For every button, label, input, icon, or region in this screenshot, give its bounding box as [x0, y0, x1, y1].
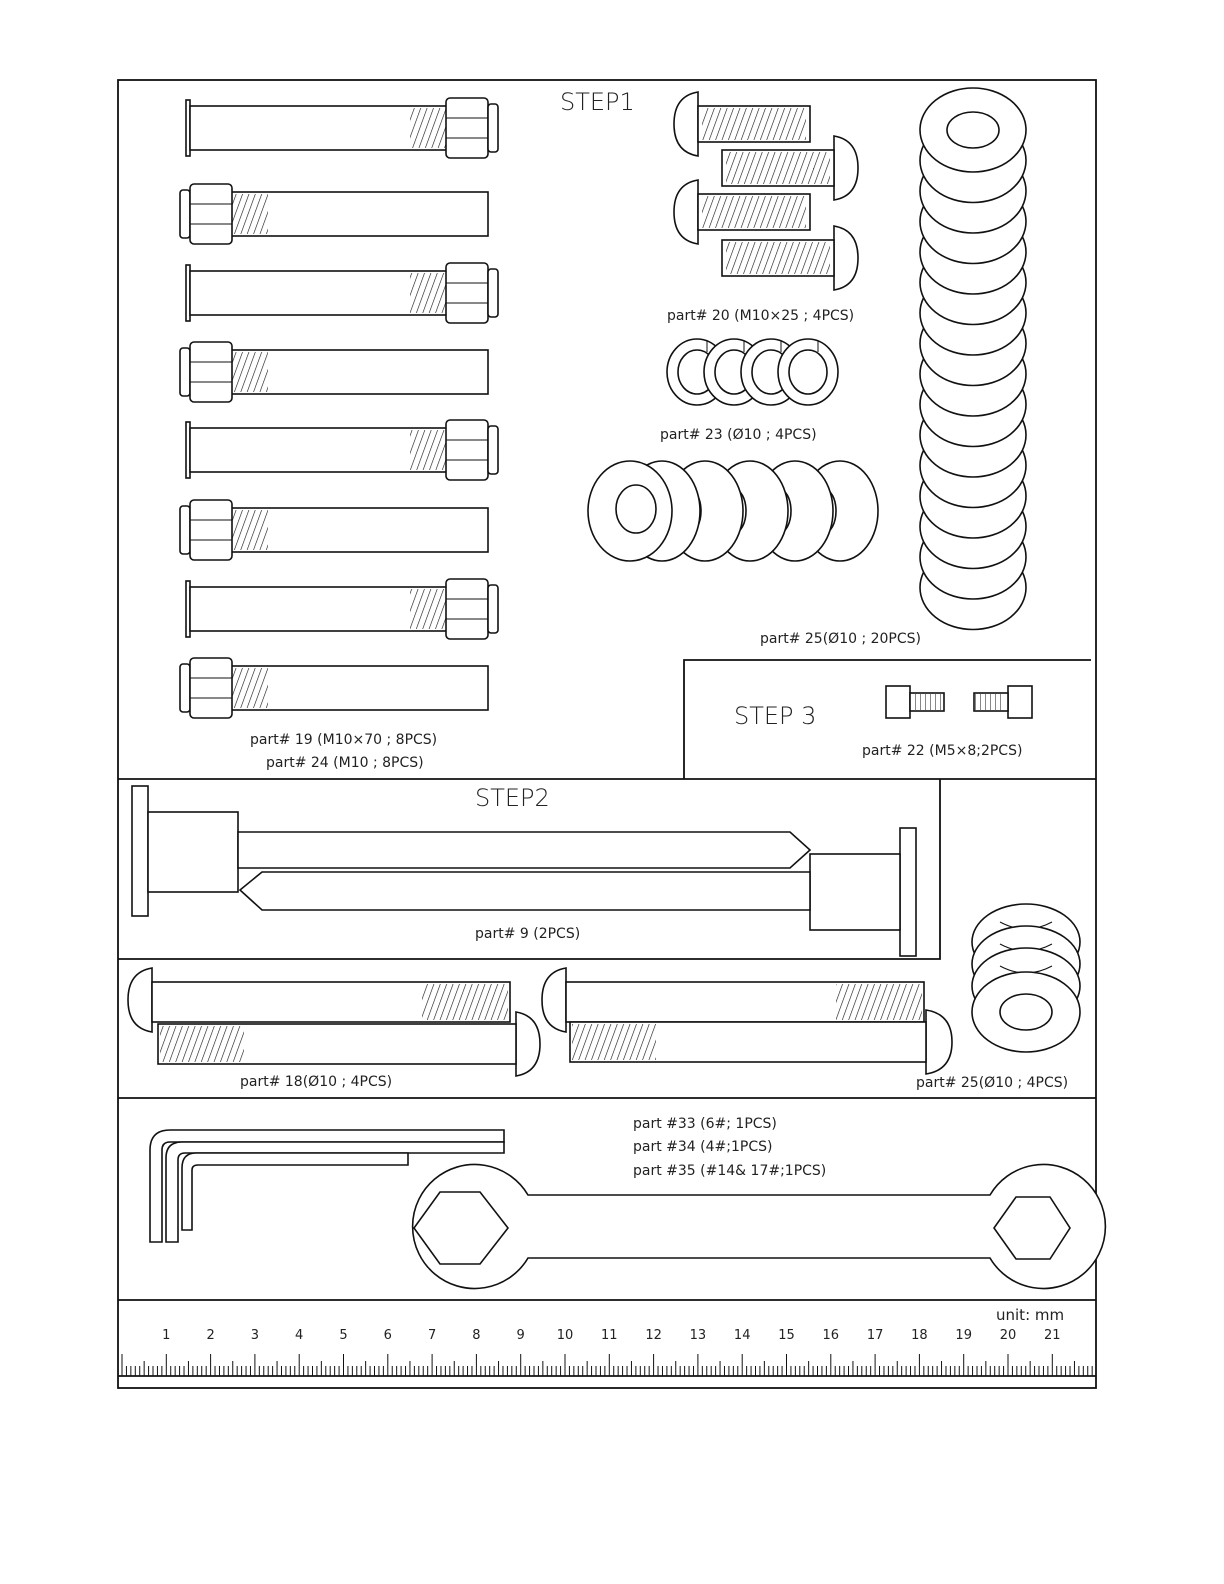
flat-washer-front — [587, 460, 673, 562]
part20-screws — [673, 91, 859, 291]
ruler-number: 18 — [911, 1328, 928, 1343]
part18-label: part# 18(Ø10 ; 4PCS) — [240, 1074, 392, 1090]
ruler-number: 5 — [339, 1328, 347, 1343]
part18-bolts-right — [541, 967, 953, 1075]
ruler-number: 6 — [384, 1328, 392, 1343]
bolt-with-nut — [179, 499, 489, 561]
ruler-number: 2 — [206, 1328, 214, 1343]
part9-axle-top — [131, 785, 812, 917]
spring-washer — [777, 338, 839, 406]
ruler-number: 14 — [734, 1328, 751, 1343]
step2-title: STEP2 — [475, 784, 550, 812]
button-head-screw — [721, 135, 859, 201]
sheet-frame — [117, 79, 1097, 1389]
part9-label: part# 9 (2PCS) — [475, 926, 580, 942]
part25-washer-stack-small — [971, 903, 1081, 1053]
part25-washer-row — [587, 460, 879, 562]
bolt-with-nut — [185, 419, 499, 481]
part33-label: part #33 (6#; 1PCS) — [633, 1116, 777, 1132]
part22-label: part# 22 (M5×8;2PCS) — [862, 743, 1022, 759]
ruler-number: 19 — [955, 1328, 972, 1343]
bolt-with-nut — [179, 183, 489, 245]
part25-label-step2: part# 25(Ø10 ; 4PCS) — [916, 1075, 1068, 1091]
bolt-with-nut — [185, 262, 499, 324]
ruler-number: 17 — [867, 1328, 884, 1343]
part25-label-step1: part# 25(Ø10 ; 20PCS) — [760, 631, 921, 647]
ruler-number: 11 — [601, 1328, 618, 1343]
bolt-with-nut — [185, 97, 499, 159]
ruler-number: 1 — [162, 1328, 170, 1343]
flat-washer-front — [971, 971, 1081, 1053]
step2-section: STEP2 part# 9 (2PCS) part — [127, 784, 1081, 1091]
double-wrench — [411, 1163, 1107, 1290]
button-head-screw — [673, 179, 811, 245]
part24-label: part# 24 (M10 ; 8PCS) — [266, 755, 424, 771]
ruler-number: 12 — [645, 1328, 662, 1343]
ruler-number: 7 — [428, 1328, 436, 1343]
step1-section: STEP1 part# 19 (M10×70 ; 8PCS) part# 24 … — [179, 87, 1027, 771]
tools-section: part #33 (6#; 1PCS) part #34 (4#;1PCS) p… — [149, 1116, 1107, 1290]
step1-title: STEP1 — [560, 88, 635, 116]
step3-title: STEP 3 — [734, 702, 816, 730]
part9-axle-bottom — [238, 827, 917, 957]
part22-screw-left — [885, 685, 945, 719]
ruler-ticks — [121, 1354, 1093, 1376]
part34-label: part #34 (4#;1PCS) — [633, 1139, 772, 1155]
flat-washer — [919, 87, 1027, 173]
ruler-number: 20 — [1000, 1328, 1017, 1343]
bolt-with-nut — [185, 578, 499, 640]
part25-washer-stack — [919, 87, 1027, 631]
ruler-number: 15 — [778, 1328, 795, 1343]
ruler-number: 8 — [472, 1328, 480, 1343]
hex-keys — [149, 1129, 505, 1243]
ruler-number: 9 — [517, 1328, 525, 1343]
part20-label: part# 20 (M10×25 ; 4PCS) — [667, 308, 854, 324]
part23-label: part# 23 (Ø10 ; 4PCS) — [660, 427, 817, 443]
button-head-screw — [673, 91, 811, 157]
button-head-screw — [721, 225, 859, 291]
part23-spring-washers — [666, 338, 839, 406]
part35-label: part #35 (#14& 17#;1PCS) — [633, 1163, 826, 1179]
step3-section: STEP 3 part# 22 (M5×8;2PCS) — [734, 685, 1033, 759]
ruler-number: 4 — [295, 1328, 303, 1343]
bolt-with-nut — [179, 341, 489, 403]
bolt-with-nut — [179, 657, 489, 719]
ruler-number: 13 — [690, 1328, 707, 1343]
part18-bolts-left — [127, 967, 541, 1077]
ruler-number: 21 — [1044, 1328, 1061, 1343]
ruler-unit-label: unit: mm — [996, 1306, 1064, 1324]
ruler-number: 10 — [557, 1328, 574, 1343]
part19-bolts — [179, 97, 499, 719]
ruler-number: 3 — [251, 1328, 259, 1343]
part19-label: part# 19 (M10×70 ; 8PCS) — [250, 732, 437, 748]
ruler-number: 16 — [823, 1328, 840, 1343]
part22-screw-right — [973, 685, 1033, 719]
